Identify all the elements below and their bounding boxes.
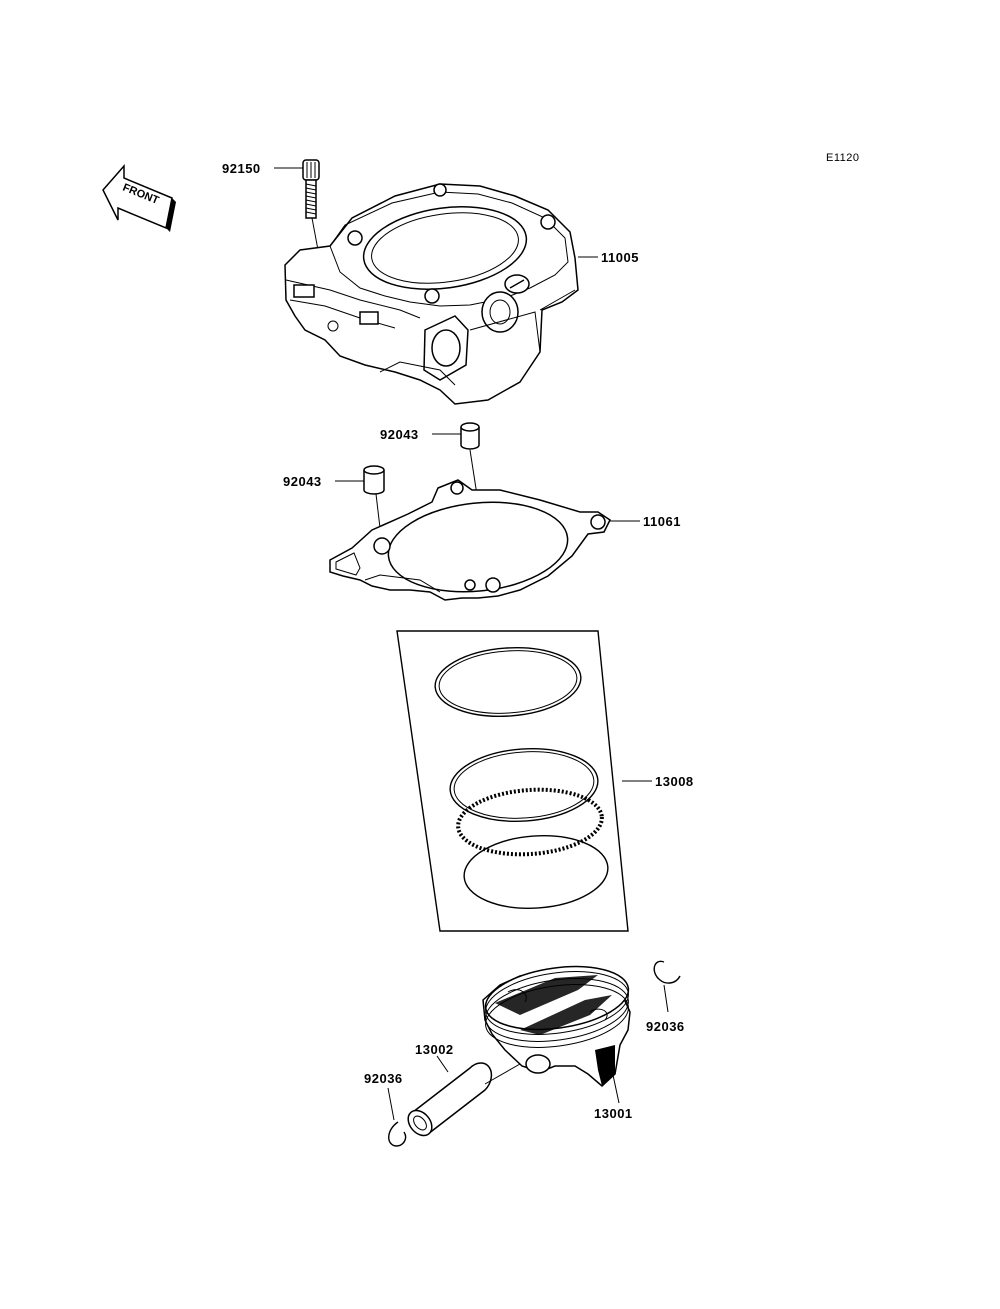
bolt-92150-icon	[302, 159, 334, 331]
piston-clip-left-icon	[388, 1121, 407, 1147]
part-number-92043-upper: 92043	[380, 427, 419, 442]
cylinder-gasket-icon	[329, 479, 611, 601]
part-number-13008: 13008	[655, 774, 694, 789]
part-number-11005: 11005	[601, 250, 639, 265]
part-number-92150: 92150	[222, 161, 261, 176]
part-number-92036-right: 92036	[646, 1019, 685, 1034]
piston-icon	[482, 965, 631, 1088]
part-number-92036-left: 92036	[364, 1071, 403, 1086]
piston-pin-icon	[407, 1062, 521, 1137]
diagram-code: E1120	[826, 152, 860, 164]
dowel-pin-lower-icon	[363, 465, 385, 546]
part-number-11061: 11061	[643, 514, 681, 529]
piston-ring-set-icon	[396, 630, 629, 932]
cylinder-11005-icon	[284, 183, 579, 405]
part-number-13002: 13002	[415, 1042, 454, 1057]
part-number-13001: 13001	[594, 1106, 633, 1121]
part-number-92043-lower: 92043	[283, 474, 322, 489]
piston-clip-right-icon	[653, 960, 681, 984]
front-arrow-icon: FRONT	[102, 164, 176, 232]
